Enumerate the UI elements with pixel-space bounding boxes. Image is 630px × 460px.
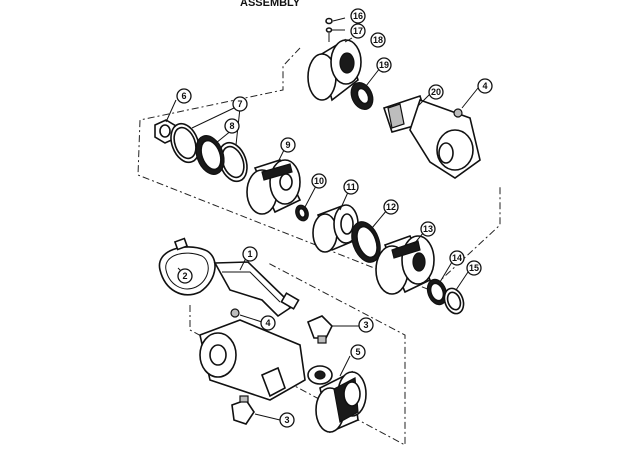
part-15-wiper <box>443 287 465 315</box>
callout-3-upper: 3 <box>358 317 374 333</box>
svg-text:12: 12 <box>386 202 396 212</box>
assembly-boundary-lower <box>189 262 406 446</box>
callout-19: 19 <box>376 57 392 73</box>
svg-text:17: 17 <box>353 26 363 36</box>
svg-text:18: 18 <box>373 35 383 45</box>
part-12-o-ring <box>351 221 381 263</box>
callout-6: 6 <box>176 88 192 104</box>
part-13-gland <box>375 234 435 295</box>
svg-text:4: 4 <box>265 318 270 328</box>
svg-text:2: 2 <box>182 271 187 281</box>
callout-17: 17 <box>350 23 366 39</box>
svg-text:9: 9 <box>285 140 290 150</box>
svg-text:8: 8 <box>229 121 234 131</box>
callout-12: 12 <box>383 199 399 215</box>
callout-3-lower: 3 <box>279 412 295 428</box>
callout-20: 20 <box>428 84 444 100</box>
svg-text:15: 15 <box>469 263 479 273</box>
callout-15: 15 <box>466 260 482 276</box>
leader-lines <box>165 17 479 421</box>
part-4-fitting-upper <box>453 108 463 118</box>
callout-16: 16 <box>350 8 366 24</box>
svg-text:1: 1 <box>247 249 252 259</box>
part-20-rod-end <box>382 94 481 179</box>
svg-text:16: 16 <box>353 11 363 21</box>
svg-text:5: 5 <box>355 347 360 357</box>
part-19-seal <box>350 82 374 110</box>
callout-1: 1 <box>242 246 258 262</box>
part-16-17-screw-washer <box>325 17 333 42</box>
svg-text:4: 4 <box>482 81 487 91</box>
callout-13: 13 <box>420 221 436 237</box>
svg-text:20: 20 <box>431 87 441 97</box>
callout-10: 10 <box>311 173 327 189</box>
part-10-small-o-ring <box>295 204 309 222</box>
svg-text:6: 6 <box>181 91 186 101</box>
callout-2: 2 <box>177 268 193 284</box>
part-3-fitting-lower <box>231 395 255 425</box>
svg-text:10: 10 <box>314 176 324 186</box>
callout-4-upper: 4 <box>477 78 493 94</box>
svg-text:19: 19 <box>379 60 389 70</box>
callout-7: 7 <box>232 96 248 112</box>
part-11-spacer <box>312 204 359 253</box>
callout-11: 11 <box>343 179 359 195</box>
callout-4-lower: 4 <box>260 315 276 331</box>
part-8-o-ring <box>195 135 225 175</box>
lower-barrel-body <box>199 319 333 401</box>
svg-text:3: 3 <box>284 415 289 425</box>
part-1-rod <box>213 261 300 318</box>
part-9-piston <box>246 159 302 215</box>
callout-5: 5 <box>350 344 366 360</box>
svg-text:7: 7 <box>237 99 242 109</box>
svg-text:3: 3 <box>363 320 368 330</box>
svg-text:14: 14 <box>452 253 462 263</box>
svg-text:13: 13 <box>423 224 433 234</box>
part-18-large-nut <box>307 38 362 102</box>
part-3-tee-fitting-upper <box>306 315 333 344</box>
callout-18: 18 <box>370 32 386 48</box>
part-2-clamp-band <box>158 237 216 296</box>
svg-text:11: 11 <box>346 182 356 192</box>
part-5-threaded-cylinder <box>315 370 367 434</box>
callout-8: 8 <box>224 118 240 134</box>
diagram-title-fragment: ASSEMBLY <box>240 0 301 9</box>
part-14-seal <box>426 278 448 306</box>
callout-9: 9 <box>280 137 296 153</box>
part-4-fitting-lower <box>230 308 240 318</box>
callout-14: 14 <box>449 250 465 266</box>
